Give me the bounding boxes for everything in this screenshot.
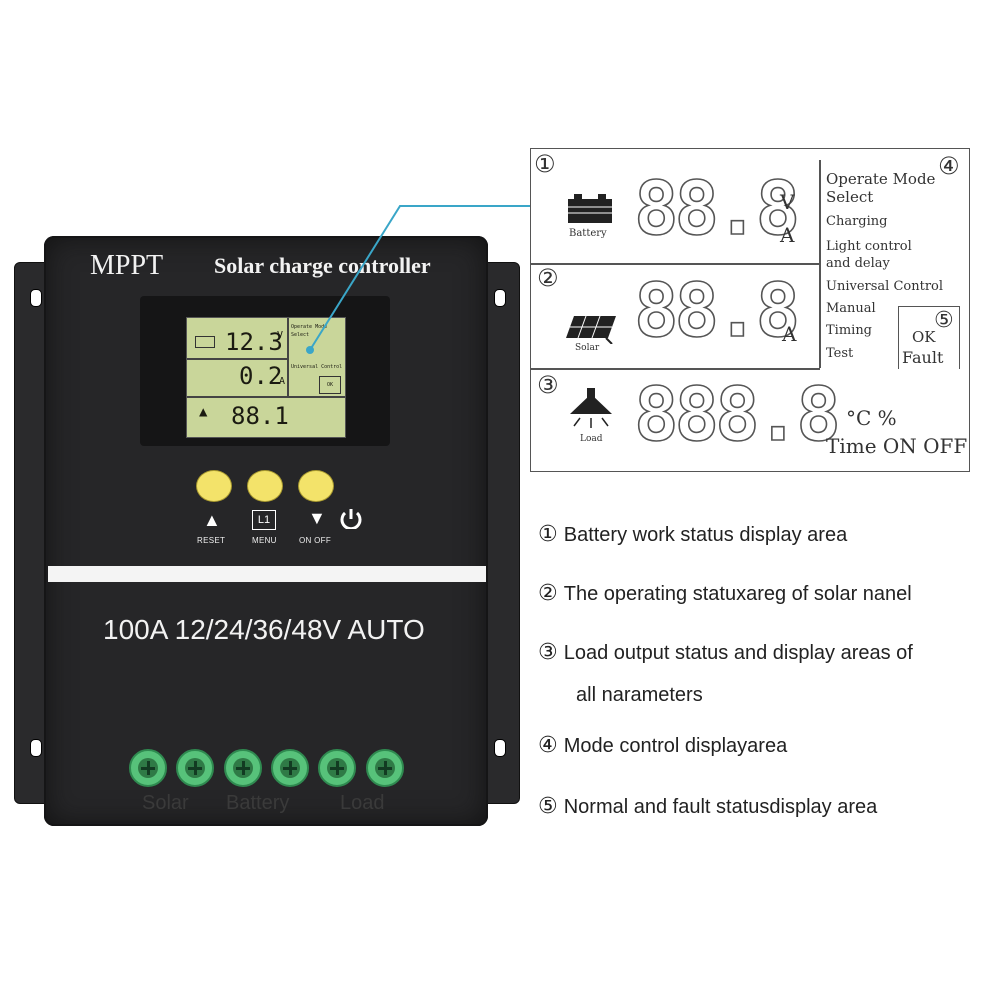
- lcd-current-unit: A: [279, 376, 286, 387]
- mode-line-delay: and delay: [826, 256, 890, 271]
- section-4-number: ④: [938, 152, 960, 180]
- battery-icon: [195, 336, 215, 348]
- lcd-battery-unit: V: [277, 330, 284, 341]
- product-title: Solar charge controller: [214, 253, 431, 278]
- lcd-separator: [287, 318, 289, 396]
- legend-text: Normal and fault statusdisplay area: [563, 796, 878, 818]
- menu-icon: L1: [252, 510, 276, 530]
- lamp-icon: [566, 388, 614, 428]
- status-fault: Fault: [902, 348, 944, 367]
- lcd-ok-box: OK: [319, 376, 341, 394]
- load-icon-label: Load: [580, 434, 603, 444]
- battery-icon-label: Battery: [569, 228, 607, 239]
- onoff-label: ON OFF: [299, 536, 332, 545]
- terminal-label-battery: Battery: [226, 792, 290, 814]
- lcd-divider: [187, 396, 345, 398]
- section-1-unit-v: V: [780, 190, 795, 214]
- battery-terminal-positive[interactable]: [224, 749, 262, 787]
- legend-text: Mode control displayarea: [563, 735, 788, 757]
- reset-button[interactable]: [196, 470, 232, 502]
- section-3-unit-time: Time ON OFF: [826, 434, 968, 458]
- legend-text: Battery work status display area: [563, 524, 848, 546]
- callout-line: [306, 205, 530, 354]
- rating-label: 100A 12/24/36/48V AUTO: [103, 614, 425, 645]
- legend-number: ⑤: [538, 794, 558, 819]
- section-5-number: ⑤: [934, 308, 954, 333]
- mode-line-universal: Universal Control: [826, 279, 944, 294]
- status-ok: OK: [912, 328, 936, 346]
- mode-line-manual: Manual: [826, 301, 876, 316]
- brand-label: MPPT: [90, 250, 164, 281]
- power-icon: [336, 507, 364, 531]
- section-1-digits: 88.8: [633, 165, 801, 253]
- terminal-label-load: Load: [340, 792, 385, 814]
- mode-line-operate: Operate Mode: [826, 170, 936, 188]
- status-box: [898, 306, 960, 369]
- load-terminal-negative[interactable]: [366, 749, 404, 787]
- diagram-divider: [530, 263, 820, 265]
- mode-line-test: Test: [826, 346, 854, 361]
- lcd-load-value: 88.1: [231, 402, 289, 430]
- legend-text: all narameters: [576, 684, 703, 706]
- lcd-mode-text-2: Select: [291, 332, 310, 338]
- mode-line-select: Select: [826, 188, 874, 206]
- lcd-mode-text: Operate Mode: [291, 324, 328, 330]
- menu-label: MENU: [252, 536, 277, 545]
- legend-item-3-continued: all narameters: [576, 684, 703, 707]
- battery-terminal-negative[interactable]: [271, 749, 309, 787]
- solar-icon-label: Solar: [575, 343, 600, 353]
- onoff-button[interactable]: [298, 470, 334, 502]
- down-arrow-icon: ▼: [308, 508, 326, 528]
- up-arrow-icon: ▲: [203, 510, 221, 530]
- lamp-icon: ▲: [199, 404, 208, 420]
- reset-label: RESET: [197, 536, 226, 545]
- section-2-number: ②: [537, 264, 559, 292]
- lcd-divider: [187, 358, 287, 360]
- section-3-unit-temp: °C %: [846, 406, 897, 430]
- section-1-unit-a: A: [780, 223, 795, 247]
- section-3-number: ③: [537, 371, 559, 399]
- section-1-number: ①: [534, 150, 556, 178]
- legend-number: ③: [538, 640, 558, 665]
- lcd-battery-voltage: 12.3: [225, 328, 283, 356]
- menu-button[interactable]: [247, 470, 283, 502]
- legend-number: ④: [538, 733, 558, 758]
- lcd-current-value: 0.2: [239, 362, 283, 390]
- legend-number: ②: [538, 581, 558, 606]
- solar-panel-icon: [562, 314, 618, 345]
- solar-terminal-positive[interactable]: [129, 749, 167, 787]
- terminal-label-solar: Solar: [142, 792, 189, 814]
- legend-text: Load output status and display areas of: [563, 642, 913, 664]
- mode-line-timing: Timing: [826, 323, 873, 338]
- legend-text: The operating statuxareg of solar nanel: [563, 583, 912, 605]
- legend-number: ①: [538, 522, 558, 547]
- diagram-divider: [530, 368, 820, 370]
- diagram-divider: [819, 160, 821, 368]
- section-2-digits: 88.8: [633, 267, 801, 355]
- front-stripe: [48, 566, 486, 582]
- section-2-unit-a: A: [782, 322, 797, 346]
- lcd-screen: 12.3 V 0.2 A ▲ 88.1 Operate Mode Select …: [186, 317, 346, 438]
- solar-terminal-negative[interactable]: [176, 749, 214, 787]
- mode-line-charging: Charging: [826, 214, 888, 229]
- battery-icon: [566, 193, 614, 223]
- lcd-universal-text: Universal Control: [291, 364, 343, 370]
- load-terminal-positive[interactable]: [318, 749, 356, 787]
- mode-line-light-control: Light control: [826, 239, 912, 254]
- section-3-digits: 888.8: [633, 371, 841, 459]
